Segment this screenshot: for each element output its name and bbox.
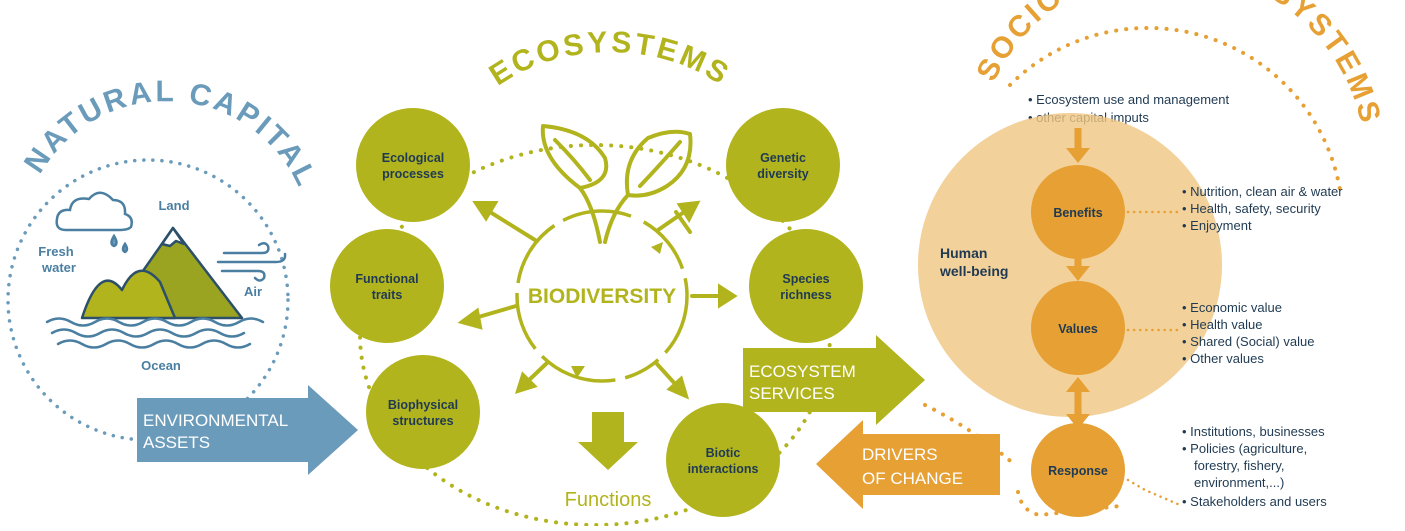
ocean-waves-icon bbox=[45, 317, 265, 349]
svg-text:• Institutions, businesses: • Institutions, businesses bbox=[1182, 424, 1325, 439]
functional-traits-line1: Functional bbox=[355, 272, 418, 286]
arrowhead-biophysical-structures bbox=[514, 371, 538, 395]
arrowhead-inner-left bbox=[571, 366, 585, 378]
arrow-to-genetic-diversity bbox=[656, 208, 689, 232]
arrowhead-biotic-interactions bbox=[666, 375, 690, 400]
socio-flow-arrows bbox=[1066, 128, 1090, 429]
genetic-diversity-line2: diversity bbox=[757, 167, 808, 181]
ecological-processes-line1: Ecological bbox=[382, 151, 445, 165]
arrowhead-genetic-diversity bbox=[676, 200, 701, 224]
svg-text:DRIVERS: DRIVERS bbox=[862, 445, 938, 464]
values-label: Values bbox=[1058, 322, 1098, 336]
species-richness-line1: Species bbox=[782, 272, 829, 286]
values-list: • Economic value • Health value • Shared… bbox=[1182, 300, 1314, 366]
wind-icon bbox=[216, 242, 287, 282]
svg-text:OF CHANGE: OF CHANGE bbox=[862, 469, 963, 488]
functions-down-arrow bbox=[578, 412, 638, 470]
biotic-interactions-line2: interactions bbox=[688, 462, 759, 476]
human-wellbeing-line1: Human bbox=[940, 245, 987, 261]
biotic-interactions-line1: Biotic bbox=[706, 446, 741, 460]
socio-economic-boundary bbox=[1008, 25, 1342, 518]
biophysical-structures-line1: Biophysical bbox=[388, 398, 458, 412]
socio-economic-boundary-left bbox=[923, 403, 1017, 467]
svg-text:• Stakeholders and users: • Stakeholders and users bbox=[1182, 494, 1327, 509]
species-richness-line2: richness bbox=[780, 288, 831, 302]
list-connectors bbox=[1126, 210, 1182, 507]
biophysical-structures-line2: structures bbox=[392, 414, 453, 428]
arrow-to-biophysical-structures bbox=[525, 360, 550, 384]
functional-traits-circle bbox=[330, 229, 444, 343]
svg-text:• Other values: • Other values bbox=[1182, 351, 1264, 366]
ecosystems-title: ECOSYSTEMS bbox=[484, 26, 737, 92]
biodiversity-label: BIODIVERSITY bbox=[528, 285, 676, 308]
fresh-water-label-line1: Fresh bbox=[38, 244, 73, 259]
values-circle bbox=[1031, 281, 1125, 375]
land-label: Land bbox=[158, 198, 189, 213]
arrow-to-functional-traits bbox=[473, 304, 518, 320]
arrow-tbar bbox=[674, 210, 692, 234]
svg-text:• Health value: • Health value bbox=[1182, 317, 1262, 332]
response-circle bbox=[1031, 423, 1125, 517]
benefits-list: • Nutrition, clean air & water • Health,… bbox=[1182, 184, 1343, 233]
arrow-to-ecological-processes bbox=[488, 210, 537, 242]
arrowhead-inner-right bbox=[651, 242, 663, 254]
svg-text:ECOSYSTEM: ECOSYSTEM bbox=[749, 362, 856, 381]
biotic-interactions-circle bbox=[666, 403, 780, 517]
genetic-diversity-circle bbox=[726, 108, 840, 222]
arrowhead-functional-traits bbox=[457, 307, 483, 330]
arrowhead-species-richness bbox=[718, 283, 738, 309]
human-wellbeing-circle bbox=[918, 113, 1222, 417]
biophysical-structures-circle bbox=[366, 355, 480, 469]
svg-text:• Shared (Social) value: • Shared (Social) value bbox=[1182, 334, 1314, 349]
fresh-water-label-line2: water bbox=[41, 260, 76, 275]
ocean-label: Ocean bbox=[141, 358, 181, 373]
svg-text:• Nutrition, clean air & water: • Nutrition, clean air & water bbox=[1182, 184, 1343, 199]
mountains-icon bbox=[80, 226, 244, 320]
svg-text:• Health, safety, security: • Health, safety, security bbox=[1182, 201, 1321, 216]
benefits-circle bbox=[1031, 165, 1125, 259]
ecosystem-services-arrow: ECOSYSTEM SERVICES bbox=[743, 335, 925, 425]
svg-text:• Enjoyment: • Enjoyment bbox=[1182, 218, 1252, 233]
svg-text:environment,...): environment,...) bbox=[1194, 475, 1284, 490]
response-label: Response bbox=[1048, 464, 1108, 478]
svg-text:ENVIRONMENTAL: ENVIRONMENTAL bbox=[143, 411, 288, 430]
drivers-of-change-arrow: DRIVERS OF CHANGE bbox=[816, 420, 1000, 509]
svg-text:• Economic value: • Economic value bbox=[1182, 300, 1282, 315]
natural-capital-title: NATURAL CAPITAL bbox=[18, 75, 324, 193]
biodiversity-radial-arrows bbox=[457, 200, 738, 400]
ecological-processes-circle bbox=[356, 108, 470, 222]
genetic-diversity-line1: Genetic bbox=[760, 151, 806, 165]
benefits-label: Benefits bbox=[1053, 206, 1102, 220]
functional-traits-line2: traits bbox=[372, 288, 403, 302]
air-label: Air bbox=[244, 284, 262, 299]
human-wellbeing-line2: well-being bbox=[939, 263, 1008, 279]
cloud-icon bbox=[55, 191, 133, 254]
arrowhead-ecological-processes bbox=[472, 201, 499, 222]
svg-text:SERVICES: SERVICES bbox=[749, 384, 835, 403]
svg-text:forestry, fishery,: forestry, fishery, bbox=[1194, 458, 1285, 473]
response-list: • Institutions, businesses • Policies (a… bbox=[1182, 424, 1327, 509]
arrow-to-biotic-interactions bbox=[655, 362, 679, 388]
inputs-line1: • Ecosystem use and management bbox=[1028, 92, 1229, 107]
svg-text:• Policies (agriculture,: • Policies (agriculture, bbox=[1182, 441, 1307, 456]
ecological-processes-line2: processes bbox=[382, 167, 444, 181]
environmental-assets-arrow: ENVIRONMENTAL ASSETS bbox=[137, 385, 358, 475]
svg-text:ASSETS: ASSETS bbox=[143, 433, 210, 452]
functions-label: Functions bbox=[565, 489, 652, 511]
species-richness-circle bbox=[749, 229, 863, 343]
biodiversity-ring bbox=[515, 209, 689, 383]
